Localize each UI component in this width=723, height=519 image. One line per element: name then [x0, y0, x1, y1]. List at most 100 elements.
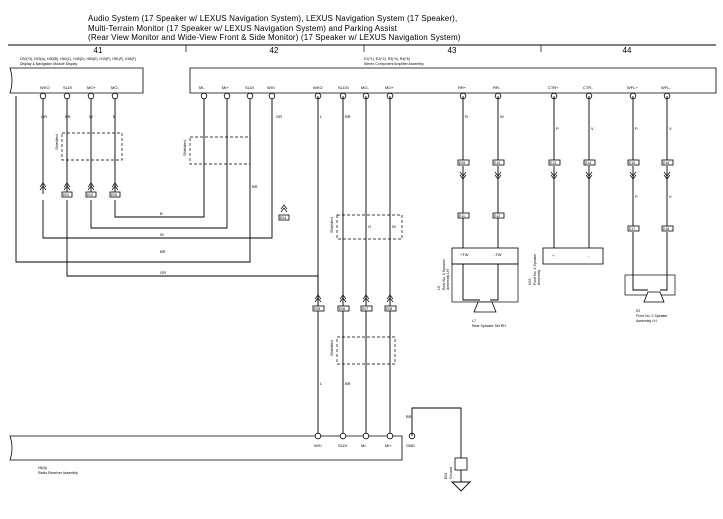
svg-text:CTR+: CTR+: [548, 85, 559, 90]
svg-text:E02: E02: [87, 193, 93, 197]
wire-display-wxo: [66, 96, 319, 306]
svg-text:WXO: WXO: [40, 85, 50, 90]
wire-color-label: V: [591, 126, 594, 131]
svg-text:E12: E12: [494, 214, 500, 218]
svg-text:SLDI: SLDI: [63, 85, 72, 90]
connector-display-1: E01: [61, 191, 73, 198]
amplifier-box: [189, 67, 717, 94]
wire-mo-minus: [114, 96, 205, 218]
amp-pin-sldi: SLDI: [245, 85, 254, 100]
wire-color-label: BR: [65, 114, 71, 119]
svg-text:E03: E03: [111, 193, 117, 197]
rear-tweeter-code: L5: [437, 286, 441, 290]
amp-pin-wxi: WXI: [267, 85, 276, 100]
svg-text:E10: E10: [494, 161, 500, 165]
wire-color-label: BR: [345, 381, 351, 386]
wire-color-label: W: [160, 232, 164, 237]
wire-color-label: P: [635, 126, 638, 131]
front-speaker2-name-1: Front No. 2 Speaker: [636, 314, 668, 318]
svg-text:MI-: MI-: [199, 85, 205, 90]
column-number-44: 44: [623, 46, 632, 55]
wire-color-label: GR: [160, 270, 166, 275]
radio-receiver-code: H5(A): [38, 466, 47, 470]
wire-color-label: W: [392, 224, 396, 229]
shield-label-amp-input: Shielded: [182, 140, 187, 156]
svg-text:MO-: MO-: [111, 85, 119, 90]
ground-connector-name: Ground: [449, 467, 453, 479]
svg-text:E01: E01: [63, 193, 69, 197]
display-pin-mo-minus: MO-: [111, 85, 119, 100]
svg-text:SLDI: SLDI: [338, 443, 347, 448]
svg-text:E08: E08: [386, 307, 392, 311]
svg-text:WXI: WXI: [267, 85, 275, 90]
svg-text:E09: E09: [459, 161, 465, 165]
svg-text:SLDI: SLDI: [245, 85, 254, 90]
shield-radio: [336, 336, 396, 365]
front-speaker2-code: K2: [636, 309, 640, 313]
radio-pin-gnd: GND: [406, 432, 416, 448]
wire-color-label: BR: [406, 414, 412, 419]
ground-connector-box: [454, 457, 468, 471]
radio-pin-wxi: WXI: [314, 432, 322, 448]
display-pin-wxo: WXO: [39, 85, 50, 100]
ground-icon: [450, 470, 472, 492]
shield-amp-output: [336, 214, 403, 240]
svg-text:MI-: MI-: [361, 443, 367, 448]
shield-label-display: Shielded: [54, 134, 59, 150]
connector-amp-radio-1: E05: [312, 305, 325, 312]
wire-color-label: B: [113, 114, 116, 119]
front-speaker4-pin-minus: -: [588, 253, 590, 258]
front-speaker4-box: [542, 247, 604, 265]
front-speaker4-pin-plus: +: [552, 253, 555, 258]
wire-wxo-wxi: [42, 96, 273, 239]
wire-color-label: V: [669, 194, 672, 199]
wire-color-label: P: [635, 194, 638, 199]
svg-text:E04: E04: [280, 216, 286, 220]
svg-text:E11: E11: [459, 214, 465, 218]
wire-color-label: W: [89, 114, 93, 119]
display-pin-sldi: SLDI: [63, 85, 72, 100]
display-module-code: D30(*3), H29(A), H30(B), H40(C), H45(D),…: [20, 57, 136, 61]
radio-pin-mi-minus: MI-: [361, 432, 370, 448]
amp-pin-mi-minus: MI-: [199, 85, 208, 100]
front-speaker4-name-1: Front No. 4 Speaker: [533, 253, 537, 285]
rear-speaker-code: L7: [472, 319, 476, 323]
svg-text:MO-: MO-: [361, 85, 369, 90]
svg-text:E06: E06: [339, 307, 345, 311]
speaker-icon: [473, 301, 497, 313]
connector-rear-3: E11: [457, 212, 470, 219]
svg-text:E16: E16: [663, 161, 669, 165]
svg-text:RR+: RR+: [458, 85, 467, 90]
title-line-3: (Rear View Monitor and Wide-View Front &…: [88, 33, 461, 42]
svg-text:E18: E18: [663, 227, 669, 231]
svg-text:E13: E13: [550, 161, 556, 165]
column-number-41: 41: [94, 46, 103, 55]
svg-text:RR-: RR-: [493, 85, 501, 90]
radio-pin-mi-plus: MI+: [385, 432, 394, 448]
radio-receiver-box: [9, 435, 403, 461]
display-pin-mo-plus: MO+: [87, 85, 96, 100]
title-line-2: Multi-Terrain Monitor (17 Speaker w/ LEX…: [88, 23, 398, 33]
svg-text:MI+: MI+: [222, 85, 229, 90]
wire-color-label: GR: [276, 114, 282, 119]
svg-text:WXI: WXI: [314, 443, 322, 448]
svg-text:MI+: MI+: [385, 443, 392, 448]
connector-wfl-4: E18: [661, 225, 674, 232]
svg-text:CTR-: CTR-: [583, 85, 593, 90]
connector-amp-radio-3: E07: [360, 305, 373, 312]
amplifier-name: Stereo Component Amplifier Assembly: [364, 62, 424, 66]
svg-text:WFL-: WFL-: [661, 85, 671, 90]
svg-text:E14: E14: [585, 161, 591, 165]
connector-ctr-1: E13: [548, 159, 561, 166]
wire-color-label: L: [320, 381, 323, 386]
wire-rear-speaker: [462, 264, 499, 301]
wire-color-label: BR: [252, 184, 258, 189]
wire-color-label: V: [669, 126, 672, 131]
wire-color-label: P: [556, 126, 559, 131]
wire-color-label: R: [465, 114, 468, 119]
front-speaker4-name-2: Assembly: [537, 270, 541, 285]
connector-wxi: E04: [278, 214, 290, 221]
wire-mo-plus: [90, 96, 228, 229]
svg-text:E17: E17: [629, 227, 635, 231]
